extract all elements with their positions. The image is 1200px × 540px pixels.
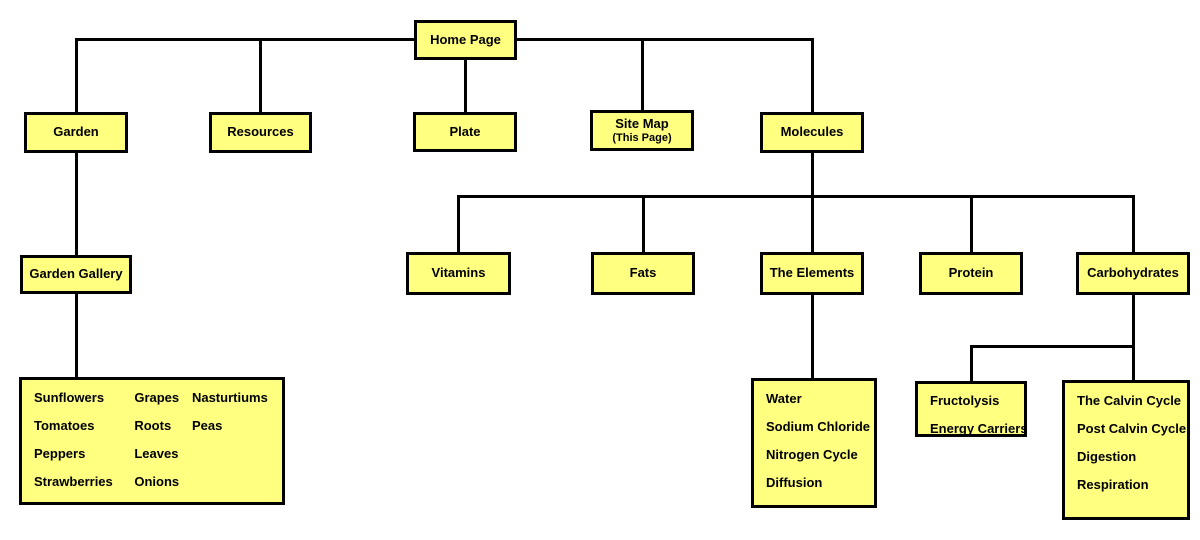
edge-molecules-child-bus bbox=[457, 195, 1135, 198]
edge-gallery-to-list bbox=[75, 292, 78, 379]
node-protein-label: Protein bbox=[948, 265, 994, 281]
node-home-page-label: Home Page bbox=[430, 31, 501, 47]
edge-drop-vitamins bbox=[457, 195, 460, 254]
fructolysis-item[interactable]: Fructolysis bbox=[930, 393, 1000, 408]
edge-garden-to-gallery bbox=[75, 151, 78, 257]
gallery-item[interactable]: Nasturtiums bbox=[191, 390, 268, 405]
elements-item[interactable]: Nitrogen Cycle bbox=[766, 447, 858, 462]
node-garden-label: Garden bbox=[53, 124, 99, 140]
edge-drop-plate bbox=[464, 58, 467, 114]
node-resources-label: Resources bbox=[227, 124, 294, 140]
node-the-elements-label: The Elements bbox=[769, 265, 855, 281]
gallery-item[interactable]: Roots bbox=[134, 418, 172, 433]
gallery-item[interactable]: Tomatoes bbox=[34, 418, 95, 433]
node-vitamins-label: Vitamins bbox=[431, 265, 486, 281]
node-site-map-label: Site Map bbox=[615, 115, 669, 131]
node-plate-label: Plate bbox=[449, 123, 481, 139]
carbohydrate-item[interactable]: Post Calvin Cycle bbox=[1077, 421, 1187, 436]
gallery-column-2: Grapes Roots Leaves Onions bbox=[134, 390, 192, 489]
garden-gallery-items-box: Sunflowers Tomatoes Peppers Strawberries… bbox=[19, 377, 285, 505]
gallery-column-1: Sunflowers Tomatoes Peppers Strawberries bbox=[34, 390, 134, 489]
edge-drop-fats bbox=[642, 195, 645, 254]
elements-item[interactable]: Water bbox=[766, 391, 802, 406]
fructolysis-items-box: Fructolysis Energy Carriers bbox=[915, 381, 1028, 437]
node-site-map[interactable]: Site Map (This Page) bbox=[590, 110, 694, 151]
edge-drop-carbohydrates bbox=[1132, 195, 1135, 254]
edge-drop-molecules bbox=[811, 38, 814, 114]
edge-elements-to-items bbox=[811, 293, 814, 380]
elements-column: Water Sodium Chloride Nitrogen Cycle Dif… bbox=[766, 391, 870, 490]
gallery-column-3: Nasturtiums Peas bbox=[192, 390, 270, 489]
gallery-item[interactable]: Strawberries bbox=[34, 474, 113, 489]
edge-home-left-stub bbox=[75, 38, 416, 41]
carbohydrate-items-box: The Calvin Cycle Post Calvin Cycle Diges… bbox=[1062, 380, 1190, 520]
node-vitamins[interactable]: Vitamins bbox=[406, 252, 511, 295]
edge-drop-resources bbox=[259, 38, 262, 114]
node-molecules-label: Molecules bbox=[780, 124, 844, 140]
elements-item[interactable]: Diffusion bbox=[766, 475, 823, 490]
gallery-item[interactable]: Peas bbox=[191, 418, 223, 433]
gallery-item[interactable]: Peppers bbox=[34, 446, 86, 461]
elements-item[interactable]: Sodium Chloride bbox=[766, 419, 870, 434]
node-molecules[interactable]: Molecules bbox=[760, 112, 864, 153]
fructolysis-column: Fructolysis Energy Carriers bbox=[930, 393, 1028, 436]
fructolysis-item[interactable]: Energy Carriers bbox=[930, 421, 1028, 436]
gallery-item[interactable]: Leaves bbox=[134, 446, 179, 461]
gallery-item[interactable]: Grapes bbox=[134, 390, 180, 405]
edge-carbohydrates-to-bus bbox=[1132, 293, 1135, 348]
carbohydrate-item[interactable]: The Calvin Cycle bbox=[1077, 393, 1182, 408]
carbohydrate-item[interactable]: Respiration bbox=[1077, 477, 1149, 492]
node-carbohydrates[interactable]: Carbohydrates bbox=[1076, 252, 1190, 295]
node-plate[interactable]: Plate bbox=[413, 112, 517, 152]
gallery-item[interactable]: Sunflowers bbox=[34, 390, 105, 405]
node-carbohydrates-label: Carbohydrates bbox=[1087, 265, 1179, 281]
edge-home-right-stub bbox=[515, 38, 814, 41]
edge-drop-calvin-box bbox=[1132, 345, 1135, 383]
node-home-page[interactable]: Home Page bbox=[414, 20, 517, 60]
node-the-elements[interactable]: The Elements bbox=[760, 252, 864, 295]
gallery-item[interactable]: Onions bbox=[134, 474, 180, 489]
edge-drop-fructolysis bbox=[970, 345, 973, 383]
node-fats-label: Fats bbox=[629, 265, 657, 281]
edge-drop-protein bbox=[970, 195, 973, 254]
node-resources[interactable]: Resources bbox=[209, 112, 312, 153]
node-garden-gallery[interactable]: Garden Gallery bbox=[20, 255, 132, 294]
node-garden[interactable]: Garden bbox=[24, 112, 128, 153]
edge-drop-the-elements bbox=[811, 195, 814, 254]
edge-drop-site-map bbox=[641, 38, 644, 112]
edge-carbohydrates-child-bus bbox=[970, 345, 1135, 348]
node-fats[interactable]: Fats bbox=[591, 252, 695, 295]
carbohydrate-column: The Calvin Cycle Post Calvin Cycle Diges… bbox=[1077, 393, 1187, 492]
carbohydrate-item[interactable]: Digestion bbox=[1077, 449, 1137, 464]
node-protein[interactable]: Protein bbox=[919, 252, 1023, 295]
node-garden-gallery-label: Garden Gallery bbox=[29, 266, 123, 282]
edge-drop-garden bbox=[75, 38, 78, 114]
elements-items-box: Water Sodium Chloride Nitrogen Cycle Dif… bbox=[751, 378, 877, 508]
node-site-map-sublabel: (This Page) bbox=[612, 131, 672, 144]
edge-molecules-to-bus bbox=[811, 151, 814, 198]
